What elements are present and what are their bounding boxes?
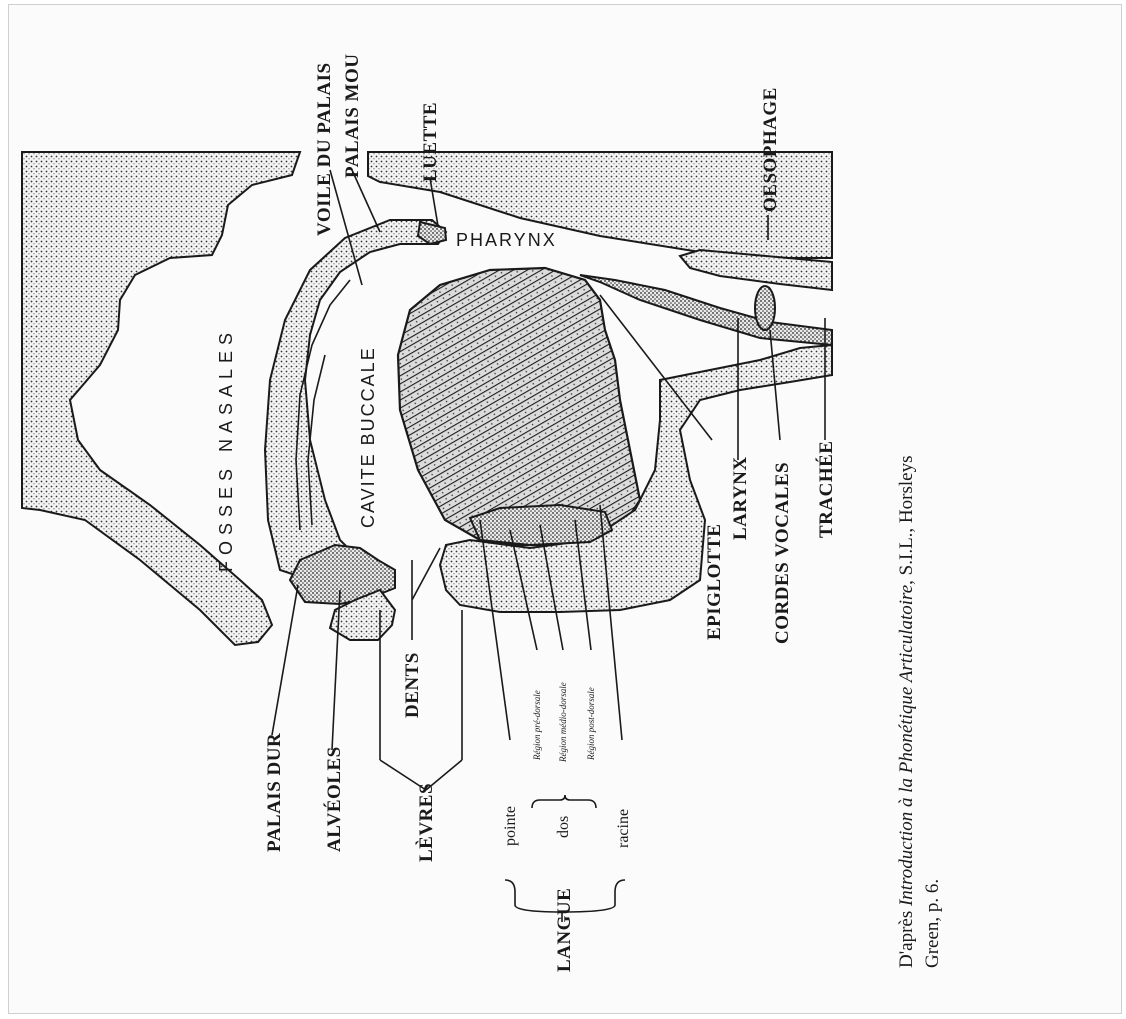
vocal-cords [755, 286, 775, 330]
label-langue: LANGUE [554, 888, 575, 972]
caption-prefix: D'après [896, 906, 917, 968]
label-pointe: pointe [502, 806, 519, 846]
label-palais-dur: PALAIS DUR [264, 733, 285, 852]
label-racine: racine [615, 809, 632, 848]
caption-line-2: Green, p. 6. [922, 879, 943, 968]
label-alveoles: ALVÉOLES [323, 746, 345, 852]
label-region-medio-dorsale: Région médio-dorsale [558, 682, 568, 763]
caption-line-1: D'après Introduction à la Phonétique Art… [896, 456, 917, 969]
label-region-post-dorsale: Région post-dorsale [586, 687, 596, 761]
caption-suffix: , S.I.L., Horsleys [896, 456, 917, 585]
label-dents: DENTS [402, 652, 423, 718]
brace-dos [532, 795, 596, 808]
label-voile-du-palais: VOILE DU PALAIS [314, 62, 335, 236]
nasal-skull-region [22, 152, 300, 645]
label-larynx: LARYNX [730, 456, 751, 540]
label-trachee: TRACHÉE [815, 441, 837, 538]
label-epiglotte: EPIGLOTTE [704, 524, 725, 640]
leader-dents-2 [412, 548, 440, 600]
label-palais-mou: PALAIS MOU [342, 54, 363, 178]
tongue [398, 268, 640, 545]
leader-palais-dur [272, 585, 298, 735]
label-oesophage: OESOPHAGE [760, 87, 781, 212]
label-dos: dos [555, 816, 572, 838]
lower-teeth-block [470, 505, 612, 545]
label-fosses-nasales: FOSSES NASALES [216, 327, 236, 572]
label-levres: LÈVRES [415, 783, 437, 862]
label-region-pre-dorsale: Région pré-dorsale [532, 690, 542, 761]
label-cavite-buccale: CAVITE BUCCALE [358, 346, 378, 528]
caption-title: Introduction à la Phonétique Articulatoi… [896, 585, 917, 907]
label-luette: LUETTE [420, 102, 441, 182]
label-cordes-vocales: CORDES VOCALES [772, 462, 793, 644]
label-pharynx: PHARYNX [456, 230, 557, 250]
